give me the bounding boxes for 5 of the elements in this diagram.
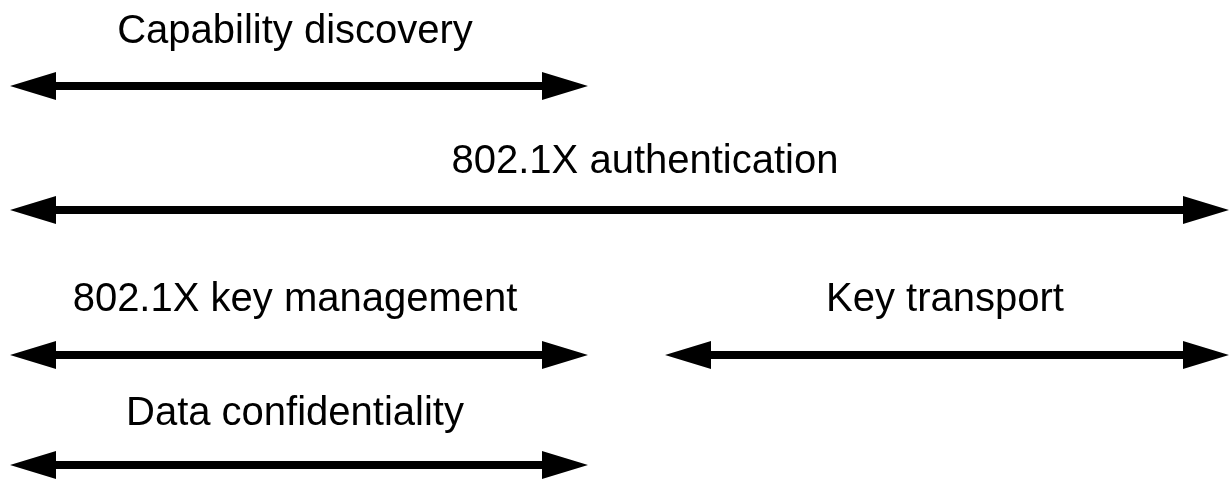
span-label: 802.1X key management bbox=[72, 274, 518, 320]
span-label: Key transport bbox=[826, 274, 1064, 320]
span-label: Data confidentiality bbox=[126, 388, 464, 434]
span-label: 802.1X authentication bbox=[451, 136, 839, 182]
span-label: Capability discovery bbox=[117, 6, 473, 52]
